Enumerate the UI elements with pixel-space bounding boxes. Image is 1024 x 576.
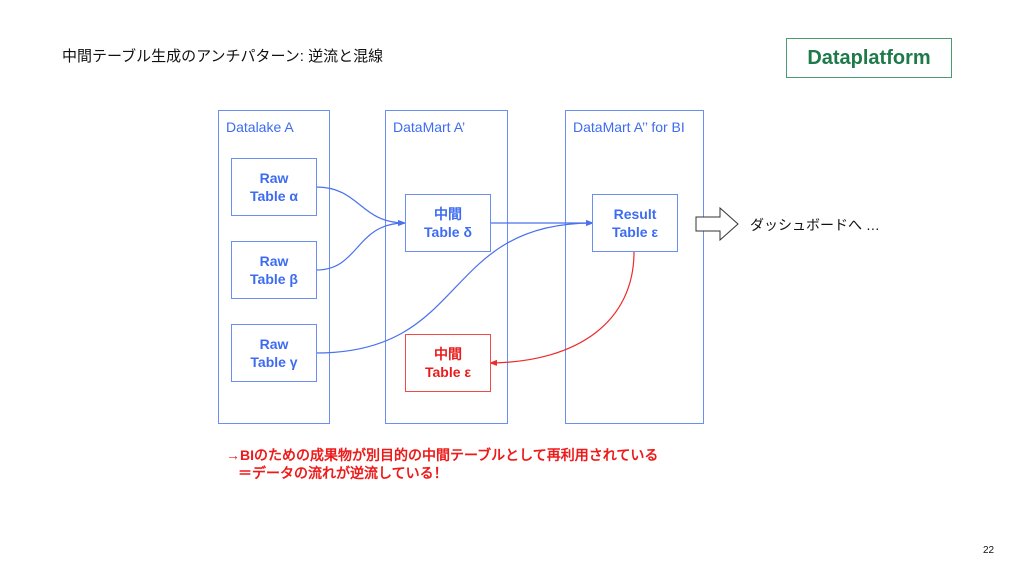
container-label: DataMart A’’ for BI [573, 119, 685, 135]
note-line-2: ＝データの流れが逆流している！ [238, 465, 448, 481]
node-line: 中間 [434, 346, 462, 362]
node-line: Table ε [611, 224, 659, 240]
output-arrow-icon [695, 206, 739, 242]
node-raw-table-alpha: Raw Table α [231, 158, 317, 216]
edge-alpha-to-delta [315, 186, 406, 226]
brand-label: Dataplatform [807, 46, 931, 69]
node-line: Table β [250, 271, 298, 287]
node-mid-table-delta: 中間 Table δ [405, 194, 491, 252]
node-line: 中間 [434, 206, 462, 222]
node-mid-table-epsilon: 中間 Table ε [405, 334, 491, 392]
container-datalake: Datalake A [218, 110, 330, 424]
edge-result-to-mid-epsilon [489, 251, 635, 366]
node-line: Table ε [424, 364, 472, 380]
edge-beta-to-delta [315, 220, 406, 271]
node-line: Raw [259, 253, 289, 269]
node-line: Table δ [424, 224, 472, 240]
edge-gamma-to-result [315, 220, 594, 354]
slide-title: 中間テーブル生成のアンチパターン: 逆流と混線 [62, 48, 384, 65]
container-label: DataMart A’ [393, 119, 466, 135]
note-line-1: →BIのための成果物が別目的の中間テーブルとして再利用されている [226, 447, 659, 463]
container-datamart: DataMart A’ [385, 110, 508, 424]
node-line: Table γ [250, 354, 298, 370]
brand-badge: Dataplatform [786, 38, 952, 78]
node-line: Result [613, 206, 657, 222]
container-label: Datalake A [226, 119, 294, 135]
warning-note: →BIのための成果物が別目的の中間テーブルとして再利用されている ＝データの流れ… [226, 446, 658, 482]
dashboard-label: ダッシュボードへ … [750, 217, 880, 233]
container-datamart-bi: DataMart A’’ for BI [565, 110, 704, 424]
node-raw-table-beta: Raw Table β [231, 241, 317, 299]
node-raw-table-gamma: Raw Table γ [231, 324, 317, 382]
node-line: Raw [259, 336, 289, 352]
node-line: Raw [259, 170, 289, 186]
node-line: Table α [249, 188, 299, 204]
page-number: 22 [983, 545, 995, 556]
node-result-table-epsilon: Result Table ε [592, 194, 678, 252]
